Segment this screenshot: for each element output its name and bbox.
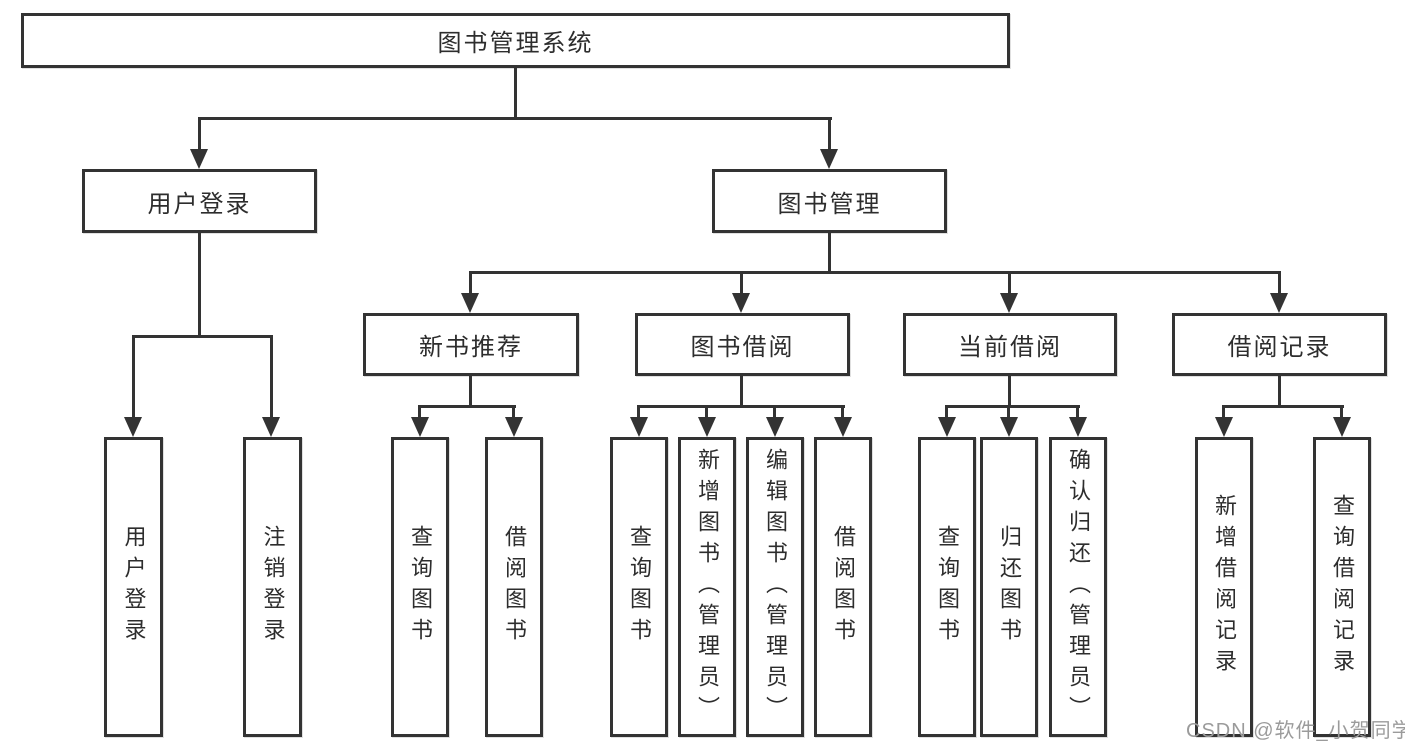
node-book-management-label: 图书管理 [777, 190, 882, 218]
node-book-management: 图书管理 [712, 169, 947, 233]
arrow-down-icon [766, 417, 784, 437]
connector-line [1222, 405, 1225, 419]
connector-line [1222, 405, 1344, 408]
arrow-down-icon [124, 417, 142, 437]
leaf-confirm-return-admin-label: 确认归还（管理员） [1066, 447, 1091, 727]
connector-line [841, 405, 844, 419]
node-book-borrowing: 图书借阅 [635, 313, 850, 376]
connector-line [418, 405, 516, 408]
leaf-edit-books-admin-label: 编辑图书（管理员） [763, 447, 788, 727]
arrow-down-icon [1215, 417, 1233, 437]
connector-line [945, 405, 1080, 408]
connector-line [1278, 376, 1281, 408]
leaf-return-books-label: 归还图书 [997, 525, 1022, 649]
node-new-book-recommendation-label: 新书推荐 [419, 334, 523, 361]
node-user-login: 用户登录 [82, 169, 317, 233]
arrow-down-icon [262, 417, 280, 437]
arrow-down-icon [834, 417, 852, 437]
connector-line [1278, 271, 1281, 295]
leaf-add-books-admin: 新增图书（管理员） [678, 437, 736, 737]
node-current-borrowing-label: 当前借阅 [958, 334, 1062, 361]
arrow-down-icon [190, 149, 208, 169]
leaf-logout-label: 注销登录 [260, 525, 286, 649]
leaf-query-borrow-record: 查询借阅记录 [1313, 437, 1371, 737]
leaf-add-borrow-record: 新增借阅记录 [1195, 437, 1253, 737]
connector-line [514, 68, 517, 120]
leaf-user-login: 用户登录 [104, 437, 163, 737]
connector-line [469, 271, 472, 295]
connector-line [132, 335, 135, 419]
leaf-user-login-label: 用户登录 [121, 525, 147, 649]
connector-line [945, 405, 948, 419]
arrow-down-icon [461, 293, 479, 313]
arrow-down-icon [1333, 417, 1351, 437]
arrow-down-icon [698, 417, 716, 437]
leaf-query-books-recommend: 查询图书 [391, 437, 449, 737]
arrow-down-icon [1000, 417, 1018, 437]
connector-line [637, 405, 640, 419]
watermark: CSDN @软件_小贺同学 [1186, 720, 1405, 742]
connector-line [198, 117, 201, 151]
connector-line [1076, 405, 1079, 419]
connector-line [773, 405, 776, 419]
connector-line [740, 271, 743, 295]
leaf-add-borrow-record-label: 新增借阅记录 [1212, 494, 1237, 680]
arrow-down-icon [505, 417, 523, 437]
arrow-down-icon [411, 417, 429, 437]
leaf-borrow-books-recommend: 借阅图书 [485, 437, 543, 737]
connector-line [1008, 271, 1011, 295]
connector-line [1007, 405, 1010, 419]
node-root: 图书管理系统 [21, 13, 1010, 68]
connector-line [828, 117, 831, 151]
node-root-label: 图书管理系统 [437, 30, 594, 57]
arrow-down-icon [1069, 417, 1087, 437]
node-user-login-label: 用户登录 [147, 190, 252, 218]
connector-line [469, 376, 472, 408]
connector-line [1008, 376, 1011, 408]
arrow-down-icon [1270, 293, 1288, 313]
leaf-query-books-borrowing-label: 查询图书 [627, 525, 652, 649]
connector-line [132, 335, 273, 338]
leaf-borrow-books: 借阅图书 [814, 437, 872, 737]
connector-line [740, 376, 743, 408]
node-current-borrowing: 当前借阅 [903, 313, 1117, 376]
arrow-down-icon [820, 149, 838, 169]
leaf-query-books-borrowing: 查询图书 [610, 437, 668, 737]
leaf-return-books: 归还图书 [980, 437, 1038, 737]
leaf-query-borrow-record-label: 查询借阅记录 [1330, 494, 1355, 680]
connector-line [198, 233, 201, 338]
connector-line [828, 233, 831, 274]
leaf-query-books-recommend-label: 查询图书 [408, 525, 433, 649]
leaf-confirm-return-admin: 确认归还（管理员） [1049, 437, 1107, 737]
connector-line [198, 117, 832, 120]
node-new-book-recommendation: 新书推荐 [363, 313, 579, 376]
arrow-down-icon [1000, 293, 1018, 313]
connector-line [705, 405, 708, 419]
node-borrowing-records-label: 借阅记录 [1227, 334, 1332, 361]
leaf-edit-books-admin: 编辑图书（管理员） [746, 437, 804, 737]
connector-line [418, 405, 421, 419]
arrow-down-icon [630, 417, 648, 437]
leaf-add-books-admin-label: 新增图书（管理员） [695, 447, 720, 727]
arrow-down-icon [938, 417, 956, 437]
leaf-logout: 注销登录 [243, 437, 302, 737]
connector-line [512, 405, 515, 419]
leaf-query-books-current: 查询图书 [918, 437, 976, 737]
leaf-borrow-books-recommend-label: 借阅图书 [502, 525, 527, 649]
node-borrowing-records: 借阅记录 [1172, 313, 1387, 376]
leaf-query-books-current-label: 查询图书 [935, 525, 960, 649]
arrow-down-icon [732, 293, 750, 313]
node-book-borrowing-label: 图书借阅 [690, 334, 795, 361]
leaf-borrow-books-label: 借阅图书 [831, 525, 856, 649]
connector-line [1340, 405, 1343, 419]
connector-line [637, 405, 845, 408]
connector-line [469, 271, 1281, 274]
connector-line [270, 335, 273, 419]
